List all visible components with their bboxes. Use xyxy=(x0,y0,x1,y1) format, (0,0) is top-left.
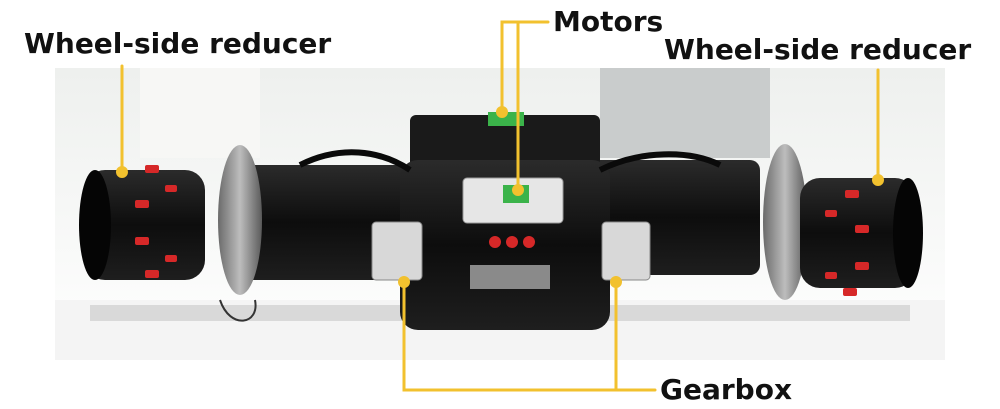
label-motors: Motors xyxy=(553,5,664,38)
gearbox-left-body xyxy=(371,221,423,281)
reducer-right-face xyxy=(893,178,923,288)
reducer-left-face xyxy=(79,170,111,280)
hose-right xyxy=(598,151,722,173)
brake-disc-left xyxy=(218,145,262,295)
nameplate xyxy=(470,265,550,289)
gearbox-right-body xyxy=(601,221,651,281)
showroom-panel xyxy=(140,68,260,158)
callout-right-reducer-dot xyxy=(872,174,884,186)
connector-1 xyxy=(489,236,501,248)
green-plate-top xyxy=(488,112,524,126)
callout-motors-dot-center xyxy=(512,184,524,196)
reducer-left-hub xyxy=(85,170,205,280)
callout-left-reducer-dot xyxy=(116,166,128,178)
showroom-equipment xyxy=(600,68,770,158)
cable-loop xyxy=(219,299,257,322)
brake-disc-right xyxy=(763,144,807,300)
wheel-bolts-left xyxy=(135,165,177,278)
connector-3 xyxy=(523,236,535,248)
callout-gearbox-line xyxy=(402,280,657,392)
connector-2 xyxy=(506,236,518,248)
callout-motors-line xyxy=(500,20,550,114)
callout-gearbox-dot-right xyxy=(610,276,622,288)
callout-motors-dot-top xyxy=(496,106,508,118)
label-left-wheel-side-reducer: Wheel-side reducer xyxy=(24,27,332,60)
label-right-wheel-side-reducer: Wheel-side reducer xyxy=(664,33,972,66)
hose-left xyxy=(298,149,412,173)
label-gearbox: Gearbox xyxy=(660,373,793,406)
wheel-bolts-right xyxy=(825,190,869,296)
callout-gearbox-dot-left xyxy=(398,276,410,288)
